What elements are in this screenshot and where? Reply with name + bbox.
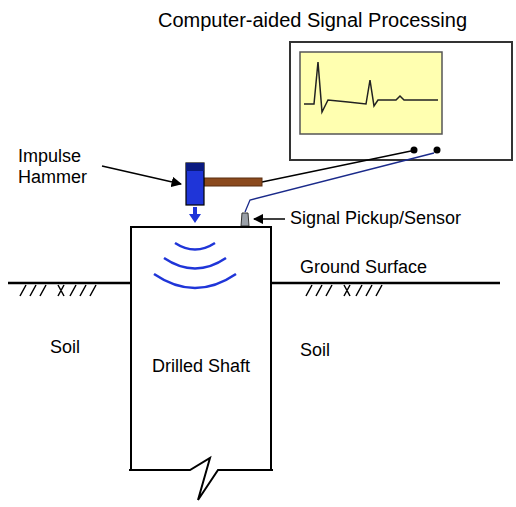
part-label: Signal Pickup/Sensor [290,208,461,229]
ground-line [272,282,500,285]
leader-arrow [102,166,181,184]
hammer-handle [204,178,262,186]
region-label: Soil [50,337,80,358]
region-label: Soil [300,340,330,361]
node-text: Drilled Shaft [152,356,250,377]
diagram-title: Computer-aided Signal Processing [158,8,467,32]
drilled-shaft: Drilled Shaft [130,226,272,470]
leader-arrow [254,218,285,220]
break-line [129,458,273,500]
hammer-cap [186,163,204,171]
input-jack [411,147,418,154]
part-label: Ground Surface [300,257,427,278]
stress-wave [154,274,236,288]
ground-line [8,282,130,285]
stress-wave [175,243,215,250]
impact-arrowhead [189,214,201,223]
ground-hatch [20,285,382,296]
part-label: Impulse Hammer [18,146,104,188]
input-jack [434,147,441,154]
sensor-cable [245,153,434,212]
screen [300,52,442,134]
impact-arrow [193,207,197,215]
sensor-symbol [241,213,249,226]
waveform [304,62,438,112]
monitor [290,42,512,160]
hammer-head [186,163,204,205]
stress-wave [164,258,226,269]
